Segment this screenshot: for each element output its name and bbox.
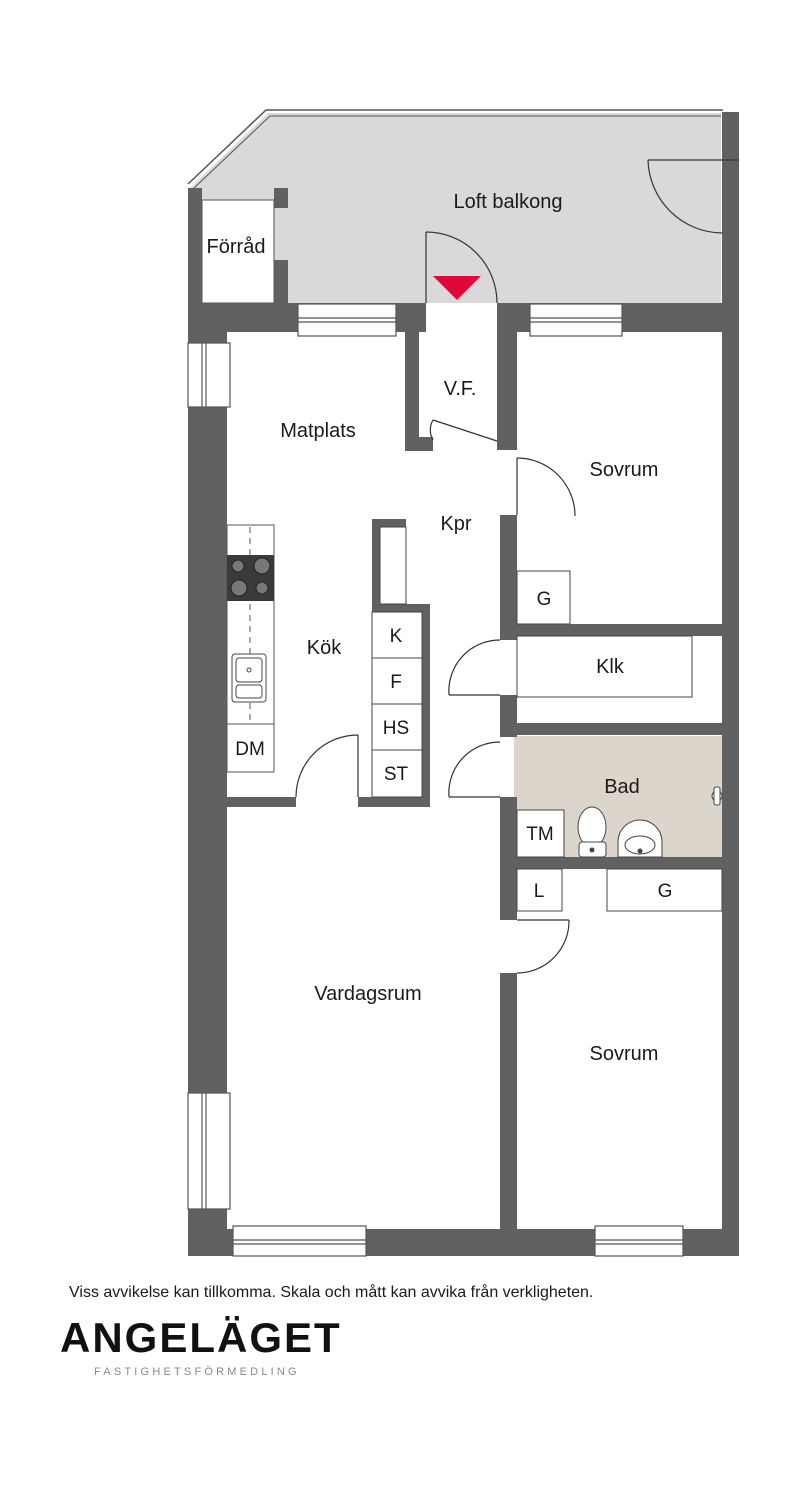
entrance-arrow-icon	[433, 276, 481, 300]
fixture-label-hs: HS	[383, 718, 409, 739]
fixture-label-g-bottom: G	[658, 881, 673, 902]
windows	[187, 303, 684, 1257]
doors	[295, 159, 739, 974]
fixture-label-st: ST	[384, 764, 409, 785]
closets	[516, 570, 723, 912]
fixture-label-l: L	[534, 881, 545, 902]
stove-icon	[227, 555, 274, 601]
washbasin-icon	[617, 819, 663, 858]
room-label-sovrum-top: Sovrum	[590, 459, 659, 481]
brand-logo: ANGELÄGET	[60, 1314, 342, 1361]
fixture-label-f: F	[390, 672, 402, 693]
fixture-label-tm: TM	[526, 824, 553, 845]
balcony-floor	[190, 113, 721, 303]
fixture-label-dm: DM	[235, 739, 265, 760]
kitchen-cabinets	[371, 526, 423, 798]
room-label-kpr: Kpr	[440, 513, 471, 535]
room-label-loft-balkong: Loft balkong	[454, 191, 563, 213]
fixture-label-g-top: G	[537, 589, 552, 610]
fixture-label-k: K	[390, 626, 403, 647]
room-label-vf: V.F.	[444, 378, 477, 400]
disclaimer-text: Viss avvikelse kan tillkomma. Skala och …	[69, 1284, 594, 1301]
shower-icon	[711, 786, 723, 806]
room-label-sovrum-bottom: Sovrum	[590, 1043, 659, 1065]
balcony-railing-inner	[192, 115, 721, 190]
room-label-matplats: Matplats	[280, 420, 356, 442]
balcony-railing	[187, 109, 723, 185]
room-label-vardagsrum: Vardagsrum	[314, 983, 421, 1005]
room-label-forrad: Förråd	[207, 236, 266, 258]
room-label-kok: Kök	[307, 637, 342, 659]
toilet-icon	[577, 806, 607, 858]
sink-icon	[231, 653, 267, 703]
room-label-klk: Klk	[596, 656, 625, 678]
room-label-bad: Bad	[604, 776, 640, 798]
brand-tagline: FASTIGHETSFÖRMEDLING	[94, 1366, 300, 1378]
storage-room	[201, 199, 275, 304]
